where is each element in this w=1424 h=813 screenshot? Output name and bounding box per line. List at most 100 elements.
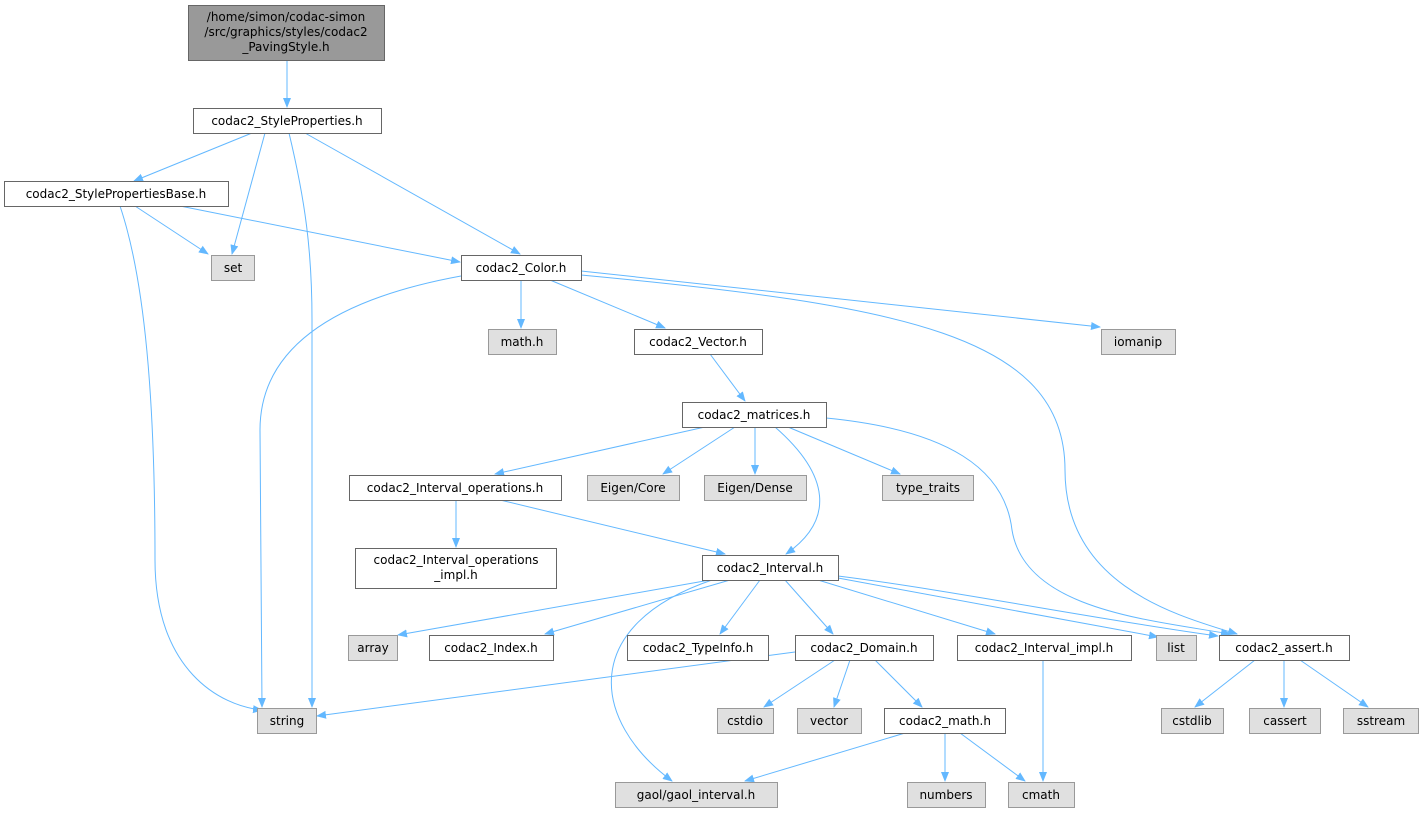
node-label: codac2_Vector.h (649, 335, 747, 349)
edge-styleproperties-set (230, 132, 266, 255)
node-eigen-dense: Eigen/Dense (704, 475, 807, 501)
node-set: set (211, 255, 255, 281)
node-label: codac2_Index.h (444, 641, 538, 655)
node-interval-operations[interactable]: codac2_Interval_operations.h (349, 475, 562, 501)
node-label: cstdio (727, 714, 763, 728)
node-cmath: cmath (1008, 782, 1075, 808)
node-style-properties-base[interactable]: codac2_StylePropertiesBase.h (4, 181, 229, 207)
edge-base-string (119, 205, 263, 714)
node-typeinfo[interactable]: codac2_TypeInfo.h (627, 635, 769, 661)
node-label: codac2_matrices.h (698, 408, 811, 422)
node-codac-math[interactable]: codac2_math.h (884, 708, 1006, 734)
edge-interval-index (544, 579, 731, 636)
edge-styleproperties-base (133, 132, 253, 182)
node-label: Eigen/Dense (717, 481, 792, 495)
edge-assert-cstdlib (1194, 659, 1256, 708)
node-label: set (224, 261, 243, 275)
edges (119, 60, 1369, 783)
edge-color-iomanip (580, 270, 1101, 331)
edge-interval-assert (837, 575, 1219, 639)
edge-interval-domain (784, 579, 834, 635)
edge-interval-intimpl (817, 579, 996, 636)
node-vector-h[interactable]: codac2_Vector.h (634, 329, 763, 355)
edge-styleproperties-color (304, 132, 521, 255)
edge-matrices-typetraits (787, 426, 901, 475)
node-label: codac2_Interval_operations.h (367, 481, 543, 495)
edge-color-vector (549, 279, 666, 329)
node-iomanip: iomanip (1101, 329, 1176, 355)
node-matrices[interactable]: codac2_matrices.h (682, 402, 827, 428)
node-label: string (270, 714, 304, 728)
edge-domain-math (874, 659, 923, 708)
node-label: codac2_Interval_operations (374, 553, 539, 567)
node-array: array (348, 635, 398, 661)
edge-assert-sstream (1299, 659, 1369, 708)
node-label: codac2_Interval.h (717, 561, 824, 575)
node-label: codac2_Domain.h (810, 641, 917, 655)
node-color[interactable]: codac2_Color.h (461, 255, 582, 281)
node-label: codac2_StylePropertiesBase.h (26, 187, 207, 201)
node-domain[interactable]: codac2_Domain.h (795, 635, 934, 661)
nodes: /home/simon/codac-simon /src/graphics/st… (4, 5, 1419, 808)
node-label: math.h (501, 335, 544, 349)
node-label: type_traits (896, 481, 960, 495)
edge-math-cmath (959, 732, 1026, 782)
node-label: codac2_math.h (899, 714, 991, 728)
node-label: array (357, 641, 388, 655)
node-root-file: /home/simon/codac-simon /src/graphics/st… (188, 5, 385, 61)
node-label: codac2_Color.h (476, 261, 567, 275)
edge-color-assert (580, 274, 1238, 636)
node-list: list (1156, 635, 1197, 661)
node-numbers: numbers (907, 782, 986, 808)
node-type-traits: type_traits (882, 475, 974, 501)
node-label: sstream (1357, 714, 1405, 728)
node-label: numbers (919, 788, 972, 802)
node-label: cmath (1022, 788, 1060, 802)
node-eigen-core: Eigen/Core (587, 475, 680, 501)
node-label: codac2_assert.h (1235, 641, 1332, 655)
node-label: /src/graphics/styles/codac2 (204, 25, 367, 39)
node-cstdlib: cstdlib (1161, 708, 1224, 734)
node-cassert: cassert (1249, 708, 1321, 734)
node-label: Eigen/Core (600, 481, 665, 495)
node-label: list (1167, 641, 1185, 655)
edge-interval-typeinfo (719, 579, 761, 635)
edge-interval-gaol (610, 579, 713, 782)
edge-interval-array (397, 579, 711, 638)
edge-interval-list (837, 577, 1159, 640)
edge-math-gaol (744, 732, 906, 783)
edge-matrices-interval (774, 426, 821, 555)
node-label: cstdlib (1172, 714, 1211, 728)
node-interval[interactable]: codac2_Interval.h (702, 555, 839, 581)
edge-matrices-eigencore (662, 426, 736, 475)
node-label: _PavingStyle.h (241, 40, 329, 54)
node-sstream: sstream (1343, 708, 1419, 734)
edge-styleproperties-string (288, 132, 316, 708)
node-interval-impl[interactable]: codac2_Interval_impl.h (957, 635, 1132, 661)
node-interval-operations-impl[interactable]: codac2_Interval_operations _impl.h (355, 548, 557, 589)
edge-domain-string (316, 651, 796, 719)
node-gaol-interval: gaol/gaol_interval.h (615, 782, 778, 808)
node-vector: vector (797, 708, 862, 734)
edge-base-set (134, 205, 209, 255)
edge-base-color (179, 205, 461, 265)
edge-matrices-assert (825, 417, 1231, 637)
edge-domain-vector (833, 659, 851, 708)
node-index[interactable]: codac2_Index.h (429, 635, 554, 661)
node-label: cassert (1263, 714, 1307, 728)
edge-matrices-intops (494, 426, 706, 476)
edge-vector-matrices (709, 353, 746, 402)
node-style-properties[interactable]: codac2_StyleProperties.h (193, 108, 382, 134)
edge-domain-cstdio (763, 659, 836, 708)
node-label: /home/simon/codac-simon (207, 10, 365, 24)
edge-color-string (257, 275, 462, 708)
node-assert[interactable]: codac2_assert.h (1219, 635, 1350, 661)
node-label: codac2_Interval_impl.h (975, 641, 1114, 655)
node-label: iomanip (1114, 335, 1162, 349)
node-label: gaol/gaol_interval.h (637, 788, 756, 802)
node-math-h: math.h (488, 329, 557, 355)
node-string: string (257, 708, 317, 734)
edge-intops-interval (499, 499, 726, 556)
node-label: codac2_TypeInfo.h (643, 641, 754, 655)
